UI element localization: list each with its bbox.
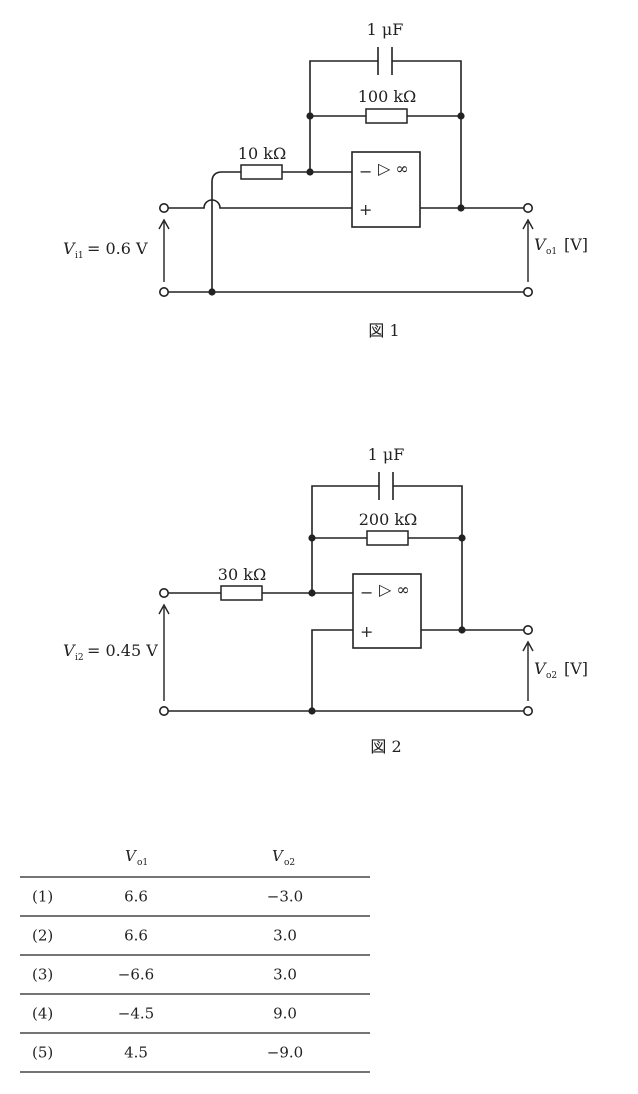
table-cell-vo1: 6.6 (124, 888, 148, 906)
fig1-feedback-resistor (365, 108, 408, 124)
fig2-opamp (352, 573, 422, 649)
fig2-output-terminal (522, 624, 533, 635)
fig2-noninverting-wire (311, 629, 353, 711)
table-cell-vo1: −6.6 (118, 966, 154, 984)
table-header-vo1-var: V (125, 847, 138, 865)
fig1-junction-dot (457, 112, 465, 120)
fig2-feedback-resistor (366, 530, 409, 546)
fig1-output-sub: o1 (546, 247, 557, 257)
fig2-output-sub: o2 (546, 671, 557, 681)
fig1-output-var: V (534, 235, 547, 254)
fig1-opamp (351, 151, 421, 228)
figure-2-circuit: 1 μF 200 kΩ 30 kΩ − + ▷ ∞ V i2 = 0.45 V … (63, 445, 588, 756)
fig2-capacitor-label: 1 μF (368, 445, 405, 464)
fig2-input-resistor (220, 585, 263, 601)
fig2-output-unit: [V] (564, 659, 588, 678)
fig2-output-arrowhead (522, 640, 534, 652)
table-header-vo1-sub: o1 (137, 858, 148, 868)
table-row-label: (5) (32, 1044, 53, 1062)
table-cell-vo1: 6.6 (124, 927, 148, 945)
fig1-capacitor-path-left (309, 60, 378, 116)
fig2-feedback-resistor-label: 200 kΩ (359, 510, 418, 529)
fig2-input-var: V (63, 641, 76, 660)
fig2-opamp-plus: + (360, 622, 373, 641)
table-cell-vo1: −4.5 (118, 1005, 154, 1023)
fig2-opamp-symbol: ▷ ∞ (379, 580, 410, 599)
fig1-input-resistor-wire (211, 171, 241, 292)
table-row-label: (2) (32, 927, 53, 945)
fig1-capacitor-path-right (392, 60, 462, 208)
fig2-input-terminal (159, 587, 170, 598)
fig2-input-value: = 0.45 V (87, 641, 158, 660)
table-row-label: (1) (32, 888, 53, 906)
fig2-input-resistor-label: 30 kΩ (218, 565, 266, 584)
fig2-junction-dot (308, 707, 316, 715)
fig1-opamp-minus: − (359, 162, 372, 181)
fig1-opamp-plus: + (359, 200, 372, 219)
fig2-output-var: V (534, 659, 547, 678)
fig2-caption: 図 2 (370, 737, 401, 756)
fig1-input-terminal (159, 203, 170, 214)
fig2-junction-dot (308, 589, 316, 597)
fig1-output-arrowhead (522, 218, 534, 230)
fig1-junction-dot (457, 204, 465, 212)
fig1-junction-dot (306, 112, 314, 120)
table-row-label: (4) (32, 1005, 53, 1023)
table-row-label: (3) (32, 966, 53, 984)
fig1-output-unit: [V] (564, 235, 588, 254)
fig2-junction-dot (308, 534, 316, 542)
table-cell-vo1: 4.5 (124, 1044, 148, 1062)
table-header-vo2-sub: o2 (284, 858, 295, 868)
fig1-noninverting-wire (164, 199, 352, 209)
fig1-junction-dot (208, 288, 216, 296)
table-cell-vo2: 3.0 (273, 966, 297, 984)
table-cell-vo2: −3.0 (267, 888, 303, 906)
fig1-feedback-resistor-label: 100 kΩ (358, 87, 417, 106)
fig1-input-resistor-label: 10 kΩ (238, 144, 286, 163)
fig1-input-sub: i1 (75, 251, 84, 261)
fig2-junction-dot (458, 626, 466, 634)
fig2-input-arrowhead (158, 603, 170, 615)
fig1-input-var: V (63, 239, 76, 258)
fig2-input-sub: i2 (75, 653, 84, 663)
fig2-opamp-minus: − (360, 583, 373, 602)
answer-choices-table: V o1 V o2 (1) 6.6 −3.0 (2) 6.6 3.0 (3) −6.6 3.0 (… (20, 847, 370, 1073)
fig1-output-ground-terminal (522, 286, 533, 297)
fig2-input-ground-terminal (159, 705, 170, 716)
fig1-input-resistor (240, 164, 283, 180)
table-header-vo2-var: V (272, 847, 285, 865)
fig1-input-value: = 0.6 V (87, 239, 148, 258)
fig1-capacitor-label: 1 μF (367, 20, 404, 39)
fig2-capacitor-path-left (311, 485, 379, 538)
fig1-caption: 図 1 (368, 321, 399, 340)
figure-1-circuit: 1 μF 100 kΩ 10 kΩ − + ▷ ∞ V i1 = 0.6 V V… (63, 20, 588, 340)
table-cell-vo2: −9.0 (267, 1044, 303, 1062)
fig1-input-ground-terminal (159, 286, 170, 297)
fig1-opamp-symbol: ▷ ∞ (378, 159, 409, 178)
fig1-output-terminal (522, 203, 533, 214)
fig1-input-arrowhead (158, 218, 170, 230)
fig2-capacitor-path-right (393, 485, 463, 630)
fig1-junction-dot (306, 168, 314, 176)
fig1-inverting-node-wire (309, 116, 352, 173)
table-cell-vo2: 9.0 (273, 1005, 297, 1023)
fig2-output-ground-terminal (522, 705, 533, 716)
fig2-junction-dot (458, 534, 466, 542)
table-cell-vo2: 3.0 (273, 927, 297, 945)
